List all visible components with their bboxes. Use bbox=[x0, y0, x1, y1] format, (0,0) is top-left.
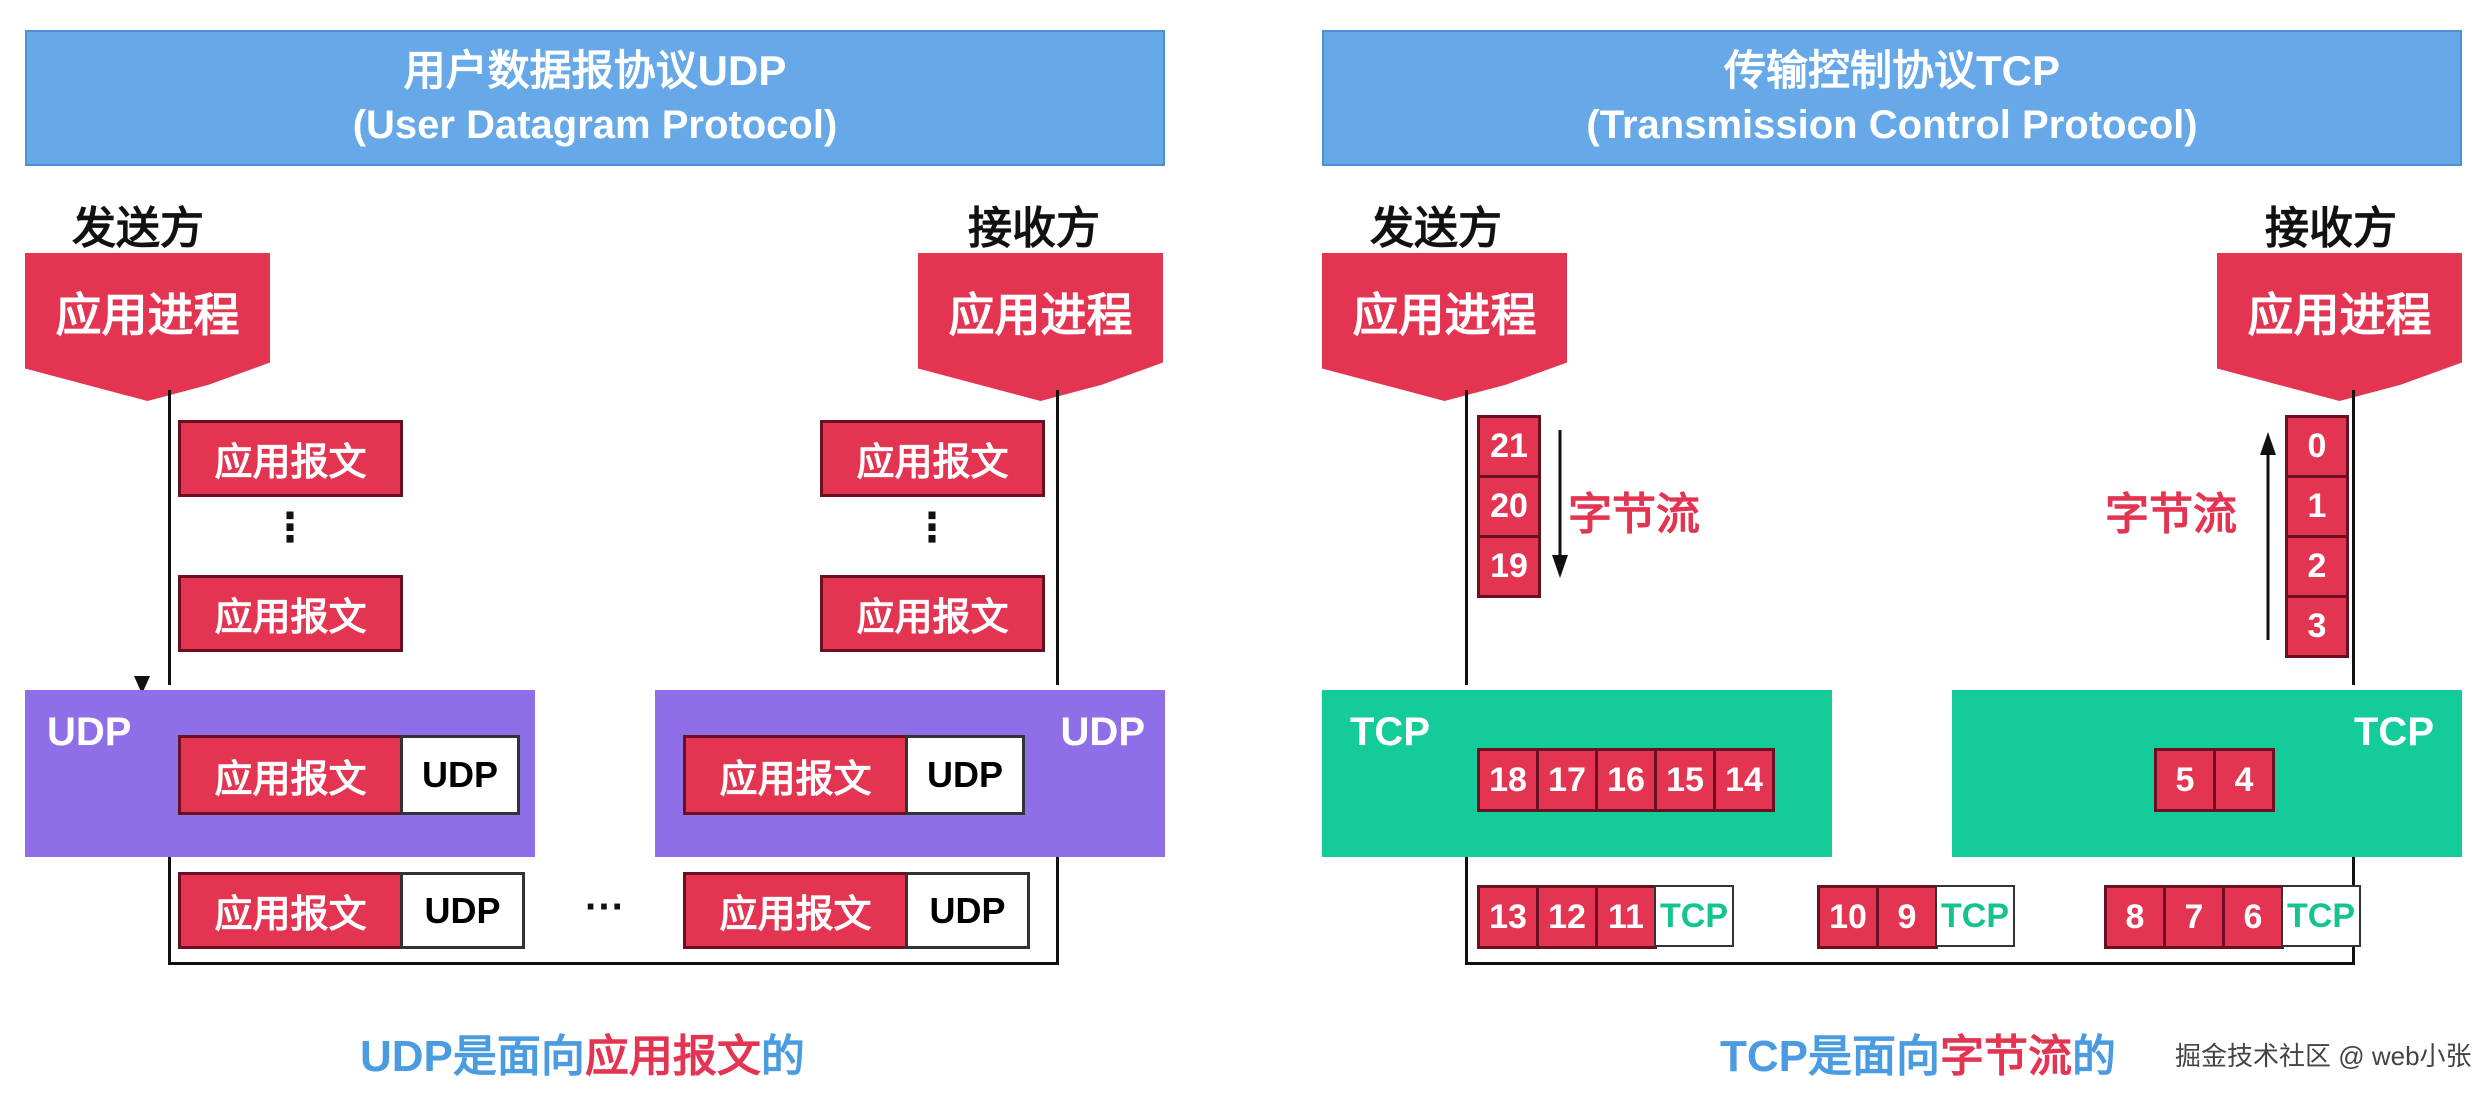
tcp-receiver-stream-label: 字节流 bbox=[2105, 490, 2237, 539]
udp-caption-part2: 应用报文 bbox=[584, 1032, 761, 1081]
tcp-receiver-box-label: TCP bbox=[2354, 710, 2434, 754]
udp-sender-down-line bbox=[168, 390, 171, 685]
udp-receiver-app-process: 应用进程 bbox=[918, 253, 1163, 401]
udp-sender-app-process: 应用进程 bbox=[25, 253, 270, 401]
byte-cell: 0 bbox=[2285, 415, 2349, 478]
tcp-sender-box-label: TCP bbox=[1350, 710, 1430, 754]
tcp-segment-3: 8 7 6 TCP bbox=[2104, 885, 2361, 949]
tcp-receiver-buffer: 5 4 bbox=[2154, 748, 2275, 812]
udp-datagram-hdots: ··· bbox=[585, 885, 625, 929]
tcp-title-banner: 传输控制协议TCP (Transmission Control Protocol… bbox=[1322, 30, 2462, 166]
tcp-sender-app-process: 应用进程 bbox=[1322, 253, 1567, 401]
udp-bottom-left-line bbox=[168, 855, 171, 965]
udp-subtitle: (User Datagram Protocol) bbox=[352, 103, 838, 147]
tcp-receiver-stream-arrow bbox=[2260, 432, 2276, 640]
tcp-sender-stream-arrow bbox=[1552, 430, 1568, 578]
byte-cell: 9 bbox=[1876, 885, 1938, 949]
tcp-segment-2: 10 9 TCP bbox=[1817, 885, 2015, 949]
byte-cell: 14 bbox=[1713, 748, 1775, 812]
byte-cell: 4 bbox=[2213, 748, 2275, 812]
byte-cell: 12 bbox=[1536, 885, 1598, 949]
udp-receiver-line bbox=[1056, 390, 1059, 685]
byte-cell: 10 bbox=[1817, 885, 1879, 949]
udp-bottom-right-line bbox=[1056, 855, 1059, 965]
tcp-receiver-stream: 0 1 2 3 bbox=[2285, 415, 2349, 658]
udp-sender-box: UDP 应用报文 UDP bbox=[25, 690, 535, 857]
tcp-bottom-line bbox=[1465, 962, 2355, 965]
byte-cell: 3 bbox=[2285, 595, 2349, 658]
watermark: 掘金技术社区 @ web小张 bbox=[2175, 1041, 2472, 1071]
byte-cell: 15 bbox=[1654, 748, 1716, 812]
byte-cell: 5 bbox=[2154, 748, 2216, 812]
byte-cell: 19 bbox=[1477, 535, 1541, 598]
byte-cell: 2 bbox=[2285, 535, 2349, 598]
tcp-sender-box: TCP 18 17 16 15 14 bbox=[1322, 690, 1832, 857]
udp-sender-vdots: ⋮ bbox=[270, 506, 310, 550]
udp-datagram-2-message: 应用报文 bbox=[683, 872, 908, 949]
udp-datagram-1-message: 应用报文 bbox=[178, 872, 403, 949]
udp-datagram-1-header: UDP bbox=[400, 872, 525, 949]
byte-cell: 11 bbox=[1595, 885, 1657, 949]
tcp-receiver-up-line bbox=[2352, 390, 2355, 685]
tcp-segment-2-header: TCP bbox=[1935, 885, 2015, 947]
tcp-caption-part3: 的 bbox=[2072, 1032, 2116, 1081]
byte-cell: 21 bbox=[1477, 415, 1541, 478]
byte-cell: 8 bbox=[2104, 885, 2166, 949]
tcp-sender-buffer: 18 17 16 15 14 bbox=[1477, 748, 1775, 812]
udp-caption-part1: UDP是面向 bbox=[360, 1032, 585, 1081]
udp-receiver-box: UDP 应用报文 UDP bbox=[655, 690, 1165, 857]
byte-cell: 1 bbox=[2285, 475, 2349, 538]
tcp-sender-stream: 21 20 19 bbox=[1477, 415, 1541, 598]
udp-caption: UDP是面向应用报文的 bbox=[360, 1020, 805, 1084]
udp-sender-box-message: 应用报文 bbox=[178, 735, 403, 815]
udp-bottom-line bbox=[168, 962, 1059, 965]
tcp-sender-stream-label: 字节流 bbox=[1568, 490, 1700, 539]
udp-receiver-label: 接收方 bbox=[968, 204, 1100, 253]
udp-sender-message-2: 应用报文 bbox=[178, 575, 403, 652]
byte-cell: 20 bbox=[1477, 475, 1541, 538]
tcp-caption-part2: 字节流 bbox=[1940, 1032, 2072, 1081]
tcp-segment-1: 13 12 11 TCP bbox=[1477, 885, 1734, 949]
udp-receiver-box-header: UDP bbox=[905, 735, 1025, 815]
tcp-segment-1-header: TCP bbox=[1654, 885, 1734, 947]
udp-title-banner: 用户数据报协议UDP (User Datagram Protocol) bbox=[25, 30, 1165, 166]
udp-datagram-2-header: UDP bbox=[905, 872, 1030, 949]
tcp-receiver-box: TCP 5 4 bbox=[1952, 690, 2462, 857]
byte-cell: 7 bbox=[2163, 885, 2225, 949]
tcp-sender-down-line bbox=[1465, 390, 1468, 685]
udp-receiver-box-label: UDP bbox=[1060, 710, 1145, 754]
tcp-caption-part1: TCP是面向 bbox=[1720, 1032, 1940, 1081]
udp-receiver-box-message: 应用报文 bbox=[683, 735, 908, 815]
udp-sender-message-1: 应用报文 bbox=[178, 420, 403, 497]
byte-cell: 16 bbox=[1595, 748, 1657, 812]
byte-cell: 18 bbox=[1477, 748, 1539, 812]
tcp-caption: TCP是面向字节流的 bbox=[1720, 1020, 2116, 1084]
tcp-receiver-app-process: 应用进程 bbox=[2217, 253, 2462, 401]
tcp-receiver-label: 接收方 bbox=[2265, 204, 2397, 253]
udp-sender-box-label: UDP bbox=[47, 710, 132, 754]
udp-sender-label: 发送方 bbox=[72, 204, 204, 253]
udp-sender-box-header: UDP bbox=[400, 735, 520, 815]
tcp-title: 传输控制协议TCP bbox=[1723, 47, 2060, 94]
udp-caption-part3: 的 bbox=[760, 1032, 805, 1081]
byte-cell: 13 bbox=[1477, 885, 1539, 949]
udp-receiver-message-1: 应用报文 bbox=[820, 420, 1045, 497]
tcp-bottom-left-line bbox=[1465, 855, 1468, 965]
udp-receiver-vdots: ⋮ bbox=[912, 506, 952, 550]
byte-cell: 17 bbox=[1536, 748, 1598, 812]
tcp-segment-3-header: TCP bbox=[2281, 885, 2361, 947]
udp-title: 用户数据报协议UDP bbox=[403, 47, 787, 94]
udp-receiver-message-2: 应用报文 bbox=[820, 575, 1045, 652]
byte-cell: 6 bbox=[2222, 885, 2284, 949]
tcp-subtitle: (Transmission Control Protocol) bbox=[1586, 103, 2198, 147]
tcp-sender-label: 发送方 bbox=[1370, 204, 1502, 253]
